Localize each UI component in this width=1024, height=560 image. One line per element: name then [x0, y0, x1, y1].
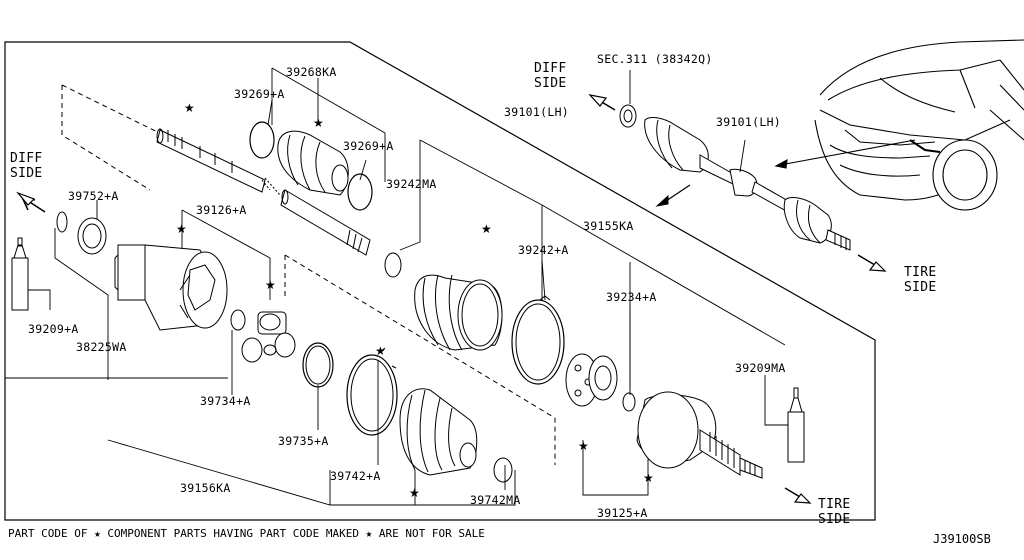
callout-39268KA: 39268KA	[286, 65, 337, 79]
footer-star-1: ★	[94, 527, 101, 540]
callout-39242MA: 39242MA	[386, 177, 437, 191]
grease-tube-left	[11, 237, 29, 311]
callout-39101LH-inset: 39101(LH)	[716, 115, 782, 129]
svg-text:★: ★	[265, 278, 276, 292]
callout-39735A: 39735+A	[278, 434, 329, 448]
callout-39242A: 39242+A	[518, 243, 569, 257]
tire-side-label-upper-1: TIRE	[904, 265, 937, 280]
band-39742A	[346, 354, 398, 436]
small-clip-39752A	[56, 211, 68, 233]
footer-note: PART CODE OF ★ COMPONENT PARTS HAVING PA…	[8, 527, 485, 540]
ball-cage	[565, 353, 618, 407]
diff-side-label-left-2: SIDE	[10, 166, 43, 181]
outer-boot-large	[414, 274, 503, 351]
vehicle-illustration	[774, 39, 1024, 211]
callout-39155KA: 39155KA	[583, 219, 634, 233]
band-39735A-inner	[305, 345, 331, 385]
svg-text:★: ★	[176, 222, 187, 236]
grease-tube-right	[787, 387, 805, 463]
callout-39752A: 39752+A	[68, 189, 119, 203]
callout-38225WA: 38225WA	[76, 340, 127, 354]
footer-star-2: ★	[365, 527, 373, 540]
callout-39125A: 39125+A	[597, 506, 648, 520]
footer-part-a: PART CODE OF	[8, 527, 88, 540]
assembly-frame	[4, 41, 876, 521]
clamp-39269A-1	[249, 121, 275, 159]
inner-housing	[114, 244, 228, 331]
shaft-dashed-frame	[61, 84, 266, 191]
clamp-39742MA	[493, 457, 513, 483]
callout-39209A: 39209+A	[28, 322, 79, 336]
leader-lines	[5, 67, 790, 506]
boot-39268KA	[277, 130, 349, 196]
diagram-code: J39100SB	[933, 532, 991, 546]
svg-text:★: ★	[313, 116, 324, 130]
callout-39209MA: 39209MA	[735, 361, 786, 375]
diff-arrow-head-left	[16, 191, 36, 206]
callout-39126A: 39126+A	[196, 203, 247, 217]
callout-39742A: 39742+A	[330, 469, 381, 483]
band-39742A-inner	[350, 358, 394, 432]
callout-39269A-2: 39269+A	[343, 139, 394, 153]
band-39242A-inner	[515, 303, 561, 381]
inner-boot	[399, 388, 478, 476]
snap-ring-39234A	[622, 392, 636, 412]
clamp-39269A-2	[347, 173, 373, 211]
diff-side-label-inset-2: SIDE	[534, 76, 567, 91]
callout-39156KA: 39156KA	[180, 481, 231, 495]
svg-text:★: ★	[578, 439, 589, 453]
tire-side-label-lower-2: SIDE	[818, 512, 851, 527]
tripod-joint	[241, 311, 296, 363]
diff-side-label-inset-1: DIFF	[534, 61, 567, 76]
inset-full-driveshaft	[619, 104, 851, 251]
band-39735A	[302, 342, 334, 388]
band-39242A	[511, 299, 565, 385]
diff-side-label-left-1: DIFF	[10, 151, 43, 166]
callout-39269A-1: 39269+A	[234, 87, 285, 101]
clip-39242MA	[384, 252, 402, 278]
callout-39742MA: 39742MA	[470, 493, 521, 507]
callout-39101LH-main: 39101(LH)	[504, 105, 570, 119]
callout-sec311: SEC.311 (38342Q)	[597, 52, 713, 66]
tire-side-label-upper-2: SIDE	[904, 280, 937, 295]
svg-text:★: ★	[375, 344, 386, 358]
footer-part-b: COMPONENT PARTS HAVING PART CODE MAKED	[107, 527, 360, 540]
svg-text:★: ★	[481, 222, 492, 236]
outer-cv-joint	[636, 391, 763, 479]
star-markers: ★ ★ ★ ★ ★ ★ ★ ★ ★	[176, 101, 654, 500]
drive-shaft	[156, 128, 371, 256]
inner-joint-dashed-frame	[284, 254, 556, 465]
callout-39234A: 39234+A	[606, 290, 657, 304]
svg-text:★: ★	[643, 471, 654, 485]
seal-39752A	[77, 217, 107, 255]
footer-part-c: ARE NOT FOR SALE	[378, 527, 485, 540]
tire-side-label-lower-1: TIRE	[818, 497, 851, 512]
svg-text:★: ★	[184, 101, 195, 115]
callout-39734A: 39734+A	[200, 394, 251, 408]
snap-ring-39734A	[230, 309, 246, 331]
svg-text:★: ★	[409, 486, 420, 500]
